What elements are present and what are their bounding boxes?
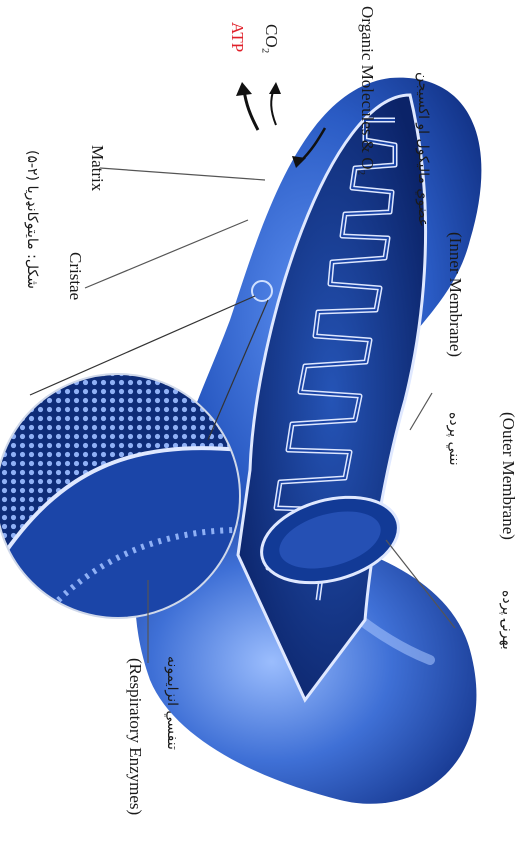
- label-caption: (۵-۲) شکل: مايتوکانډريا: [24, 150, 40, 289]
- svg-text:CO₂: CO₂: [262, 24, 281, 54]
- svg-text:(Inner Membrane): (Inner Membrane): [446, 232, 465, 357]
- atp-arrow: [244, 90, 258, 130]
- svg-text:عضوي ماليکول او اکسيجن: عضوي ماليکول او اکسيجن: [415, 72, 431, 227]
- svg-text:بهرنۍ پرده: بهرنۍ پرده: [499, 590, 515, 650]
- svg-text:ننني پرده: ننني پرده: [446, 412, 462, 466]
- label-matrix: Matrix: [88, 145, 107, 192]
- label-atp: ATP: [228, 22, 247, 52]
- label-co2: CO₂: [262, 24, 281, 54]
- label-organic-ps: عضوي ماليکول او اکسيجن: [415, 72, 431, 227]
- svg-text:Organic Molecules & O₂: Organic Molecules & O₂: [358, 6, 377, 175]
- label-enzymes-en: (Respiratory Enzymes): [126, 658, 145, 815]
- svg-text:(۵-۲) شکل: مايتوکانډريا: (۵-۲) شکل: مايتوکانډريا: [24, 150, 40, 289]
- svg-text:ATP: ATP: [228, 22, 247, 52]
- label-outer-membrane: (Outer Membrane) بهرنۍ پرده: [499, 412, 518, 650]
- label-organic-en: Organic Molecules & O₂: [358, 6, 377, 175]
- svg-text:(Outer Membrane): (Outer Membrane): [499, 412, 518, 540]
- label-enzymes-ps: تنفسي انزايمونه: [164, 656, 180, 750]
- svg-text:Matrix: Matrix: [88, 145, 107, 192]
- label-inner-membrane: (Inner Membrane) ننني پرده: [446, 232, 465, 466]
- svg-text:Cristae: Cristae: [66, 252, 85, 300]
- svg-text:تنفسي انزايمونه: تنفسي انزايمونه: [164, 656, 180, 750]
- svg-text:(Respiratory Enzymes): (Respiratory Enzymes): [126, 658, 145, 815]
- label-cristae: Cristae: [66, 252, 85, 300]
